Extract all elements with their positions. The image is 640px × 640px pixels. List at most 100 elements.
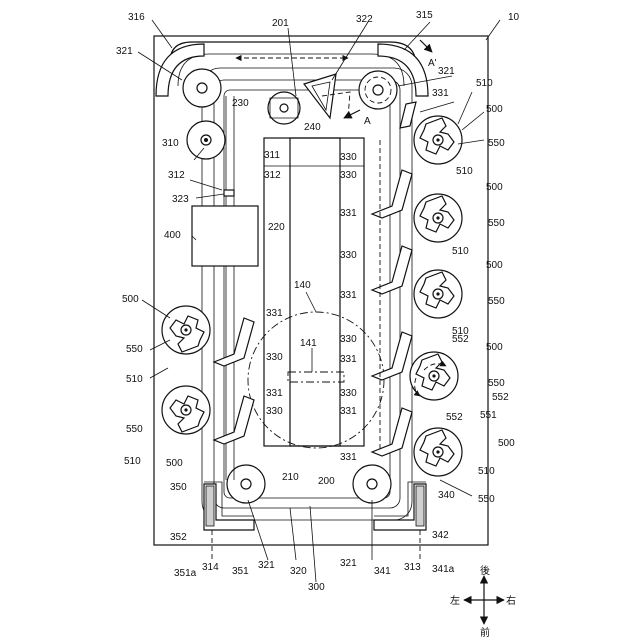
hub-500-left-1 (162, 306, 210, 354)
label-a: A (364, 116, 371, 127)
label-500-5: 500 (498, 438, 515, 449)
label-500-4: 500 (486, 342, 503, 353)
label-341a: 341a (432, 564, 455, 575)
label-140: 140 (294, 280, 311, 291)
label-331-7: 331 (340, 452, 357, 463)
label-550-1: 550 (488, 138, 505, 149)
label-312-b: 312 (264, 170, 281, 181)
label-500-left-2: 500 (166, 458, 183, 469)
label-330-3: 330 (340, 250, 357, 261)
label-341: 341 (374, 566, 391, 577)
label-330-4: 330 (340, 334, 357, 345)
label-314: 314 (202, 562, 219, 573)
label-331-2: 331 (340, 290, 357, 301)
flap-330-right-3 (372, 332, 412, 380)
label-321-d: 321 (340, 558, 357, 569)
label-330-2: 330 (340, 170, 357, 181)
roller-321-bottom-right (353, 465, 391, 503)
label-315: 315 (416, 10, 433, 21)
label-550-left-2: 550 (126, 424, 143, 435)
label-322: 322 (356, 14, 373, 25)
label-240: 240 (304, 122, 321, 133)
label-330-5: 330 (266, 352, 283, 363)
label-141: 141 (300, 338, 317, 349)
label-500-1: 500 (486, 104, 503, 115)
flap-330-right-2 (372, 246, 412, 294)
direction-compass: 後 前 左 右 (450, 564, 516, 639)
label-340: 340 (438, 490, 455, 501)
label-300: 300 (308, 582, 325, 593)
hub-500-right-2 (414, 194, 462, 242)
label-220: 220 (268, 222, 285, 233)
label-311: 311 (264, 150, 280, 161)
label-321-c: 321 (258, 560, 275, 571)
label-552-a: 552 (452, 334, 469, 345)
label-331-1: 331 (340, 208, 357, 219)
label-312-a: 312 (168, 170, 185, 181)
label-331-3: 331 (266, 308, 283, 319)
block-400 (192, 206, 258, 266)
label-316: 316 (128, 12, 145, 23)
label-230: 230 (232, 98, 249, 109)
compass-right: 右 (506, 594, 516, 607)
label-500-2: 500 (486, 182, 503, 193)
label-400: 400 (164, 230, 181, 241)
roller-321-bottom-left (227, 465, 265, 503)
label-a-prime: A' (428, 58, 437, 69)
label-350: 350 (170, 482, 187, 493)
hub-500-right-3 (414, 270, 462, 318)
label-10: 10 (508, 12, 520, 23)
hub-500-right-1 (414, 116, 462, 164)
frame-220 (290, 138, 340, 446)
label-313: 313 (404, 562, 421, 573)
label-330-1: 330 (340, 152, 357, 163)
label-500-left-1: 500 (122, 294, 139, 305)
flap-330-right-top (400, 102, 416, 128)
label-552-b: 552 (492, 392, 509, 403)
section-line-a (344, 110, 360, 118)
label-551: 551 (480, 410, 497, 421)
label-331-top: 331 (432, 88, 449, 99)
marker-323 (224, 190, 234, 196)
compass-left: 左 (450, 594, 460, 607)
label-510-5: 510 (478, 466, 495, 477)
label-320: 320 (290, 566, 307, 577)
table-141 (288, 372, 344, 382)
compass-front: 前 (480, 626, 490, 639)
label-550-3: 550 (488, 296, 505, 307)
label-342: 342 (432, 530, 449, 541)
label-550-left-1: 550 (126, 344, 143, 355)
label-510-1: 510 (476, 78, 493, 89)
hub-500-right-4 (410, 352, 458, 400)
label-210: 210 (282, 472, 299, 483)
label-330-6: 330 (340, 388, 357, 399)
label-310: 310 (162, 138, 179, 149)
unit-230 (268, 92, 300, 124)
label-331-6: 331 (340, 406, 357, 417)
label-331-5: 331 (266, 388, 283, 399)
label-510-left-1: 510 (126, 374, 143, 385)
section-line-a-prime (420, 40, 432, 52)
label-510-left-2: 510 (124, 456, 141, 467)
label-510-2: 510 (456, 166, 473, 177)
flap-330-right-4 (372, 408, 412, 456)
label-200: 200 (318, 476, 335, 487)
unit-240 (304, 74, 350, 118)
roller-321-top-left (183, 69, 221, 107)
label-550-2: 550 (488, 218, 505, 229)
roller-310-hub (204, 138, 208, 142)
label-351: 351 (232, 566, 249, 577)
label-500-3: 500 (486, 260, 503, 271)
compass-back: 後 (480, 564, 490, 577)
label-323: 323 (172, 194, 189, 205)
hub-500-left-2 (162, 386, 210, 434)
label-331-4: 331 (340, 354, 357, 365)
label-552-c: 552 (446, 412, 463, 423)
label-330-7: 330 (266, 406, 283, 417)
label-351a: 351a (174, 568, 197, 579)
label-550-5: 550 (478, 494, 495, 505)
label-510-3: 510 (452, 246, 469, 257)
hub-500-right-5 (414, 428, 462, 476)
label-321-a: 321 (116, 46, 133, 57)
